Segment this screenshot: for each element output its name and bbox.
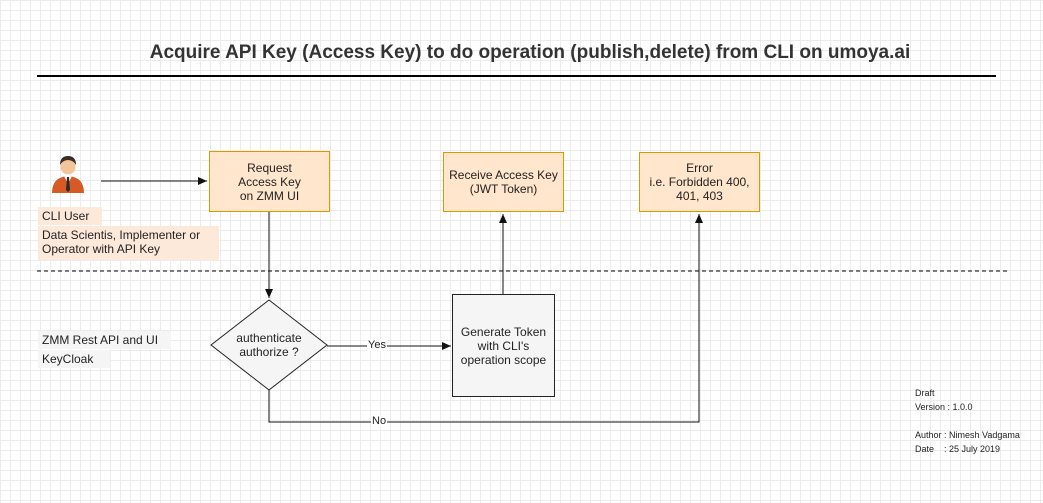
- user-icon: [52, 156, 84, 193]
- actor-desc-line-1: Data Scientis, Implementer or: [42, 228, 201, 242]
- receive-line-1: Receive Access Key: [449, 168, 558, 182]
- request-access-key-node: Request Access Key on ZMM UI: [209, 151, 330, 212]
- error-line-2: i.e. Forbidden 400,: [649, 175, 750, 189]
- request-line-2: Access Key: [238, 174, 301, 189]
- decision-diamond: [210, 299, 328, 391]
- decision-label: authenticate authorize ?: [221, 330, 317, 360]
- error-line-1: Error: [686, 161, 713, 175]
- lane-label-keycloak: KeyCloak: [38, 350, 110, 368]
- request-line-1: Request: [247, 160, 292, 175]
- meta-status: Draft: [915, 388, 935, 398]
- error-node: Error i.e. Forbidden 400, 401, 403: [639, 152, 760, 212]
- error-line-3: 401, 403: [676, 189, 723, 203]
- generate-line-2: with CLI's: [477, 338, 530, 353]
- lane-label-zmm: ZMM Rest API and UI: [38, 331, 171, 349]
- receive-line-2: (JWT Token): [469, 182, 538, 196]
- meta-version: Version : 1.0.0: [915, 402, 973, 412]
- generate-line-1: Generate Token: [460, 324, 547, 339]
- generate-token-node: Generate Token with CLI's operation scop…: [452, 294, 555, 397]
- request-line-3: on ZMM UI: [239, 188, 300, 203]
- yes-label: Yes: [367, 339, 387, 351]
- generate-line-3: operation scope: [460, 352, 547, 367]
- actor-description: Data Scientis, Implementer or Operator w…: [38, 226, 219, 260]
- receive-access-key-node: Receive Access Key (JWT Token): [443, 152, 564, 212]
- page-title: Acquire API Key (Access Key) to do opera…: [149, 42, 911, 63]
- meta-date: Date : 25 July 2019: [915, 444, 1001, 454]
- no-label: No: [371, 415, 388, 427]
- meta-author: Author : Nimesh Vadgama: [915, 430, 1020, 440]
- actor-desc-line-2: Operator with API Key: [42, 242, 161, 256]
- decision-line-2: authorize ?: [239, 345, 299, 359]
- actor-role-label: CLI User: [38, 207, 102, 225]
- decision-line-1: authenticate: [236, 331, 302, 345]
- edge-decision-error: [268, 214, 703, 423]
